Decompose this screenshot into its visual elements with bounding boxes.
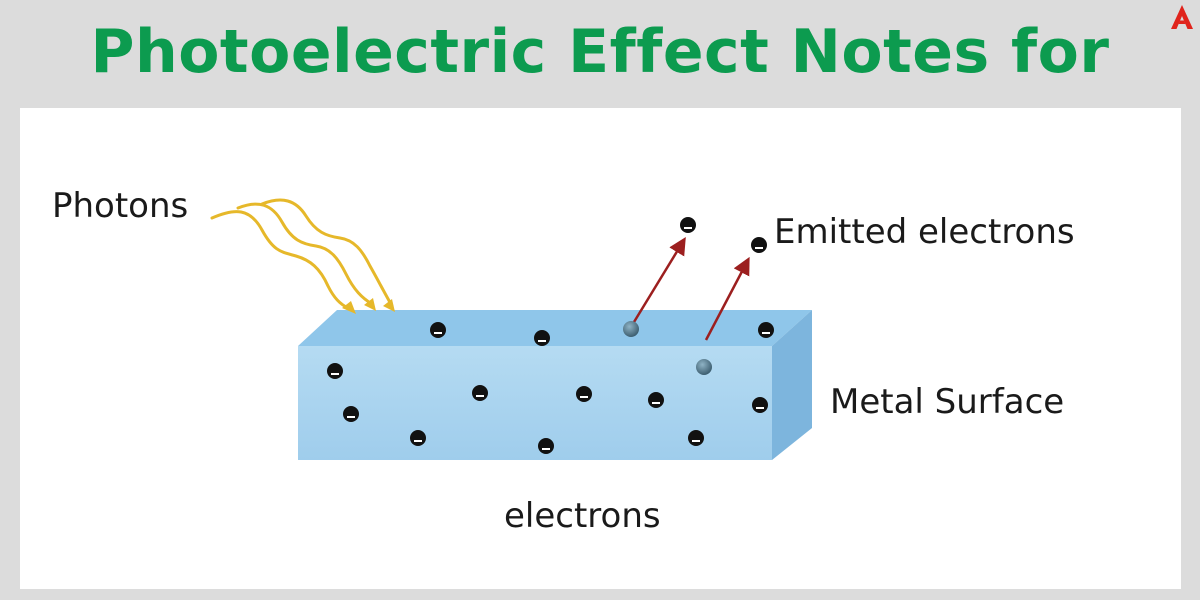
metal-slab-side — [772, 310, 812, 460]
diagram-panel: Photons Emitted electrons Metal Surface … — [20, 108, 1181, 589]
photon-arrowhead-2 — [364, 298, 376, 311]
photon-wave-2 — [236, 202, 374, 306]
emitting-electron — [623, 321, 639, 337]
emitting-electron — [696, 359, 712, 375]
electron — [576, 386, 592, 402]
photon-arrowheads — [342, 298, 395, 314]
emission-arrow-1 — [632, 237, 686, 323]
electron — [688, 430, 704, 446]
photon-waves — [210, 198, 394, 310]
electron — [410, 430, 426, 446]
electron — [430, 322, 446, 338]
electron — [534, 330, 550, 346]
emitted-electron — [751, 237, 767, 253]
photon-wave-3 — [260, 198, 394, 308]
adda-logo-icon — [1171, 5, 1193, 29]
emitted-electron — [680, 217, 696, 233]
electrons-label: electrons — [504, 496, 661, 536]
electron — [327, 363, 343, 379]
electron — [538, 438, 554, 454]
photon-arrowhead-1 — [342, 301, 356, 314]
metal-slab-top — [298, 310, 812, 346]
electron-highlights — [331, 227, 770, 450]
electron — [472, 385, 488, 401]
electron — [758, 322, 774, 338]
electron — [343, 406, 359, 422]
photon-arrowhead-3 — [383, 299, 395, 312]
metal-surface-label: Metal Surface — [830, 382, 1065, 422]
electron — [648, 392, 664, 408]
photons-label: Photons — [52, 186, 189, 226]
electron — [752, 397, 768, 413]
emitted-electrons-label: Emitted electrons — [774, 212, 1075, 252]
emission-arrow-2 — [704, 256, 750, 341]
photoelectric-diagram — [210, 198, 812, 460]
photon-wave-1 — [210, 210, 350, 310]
